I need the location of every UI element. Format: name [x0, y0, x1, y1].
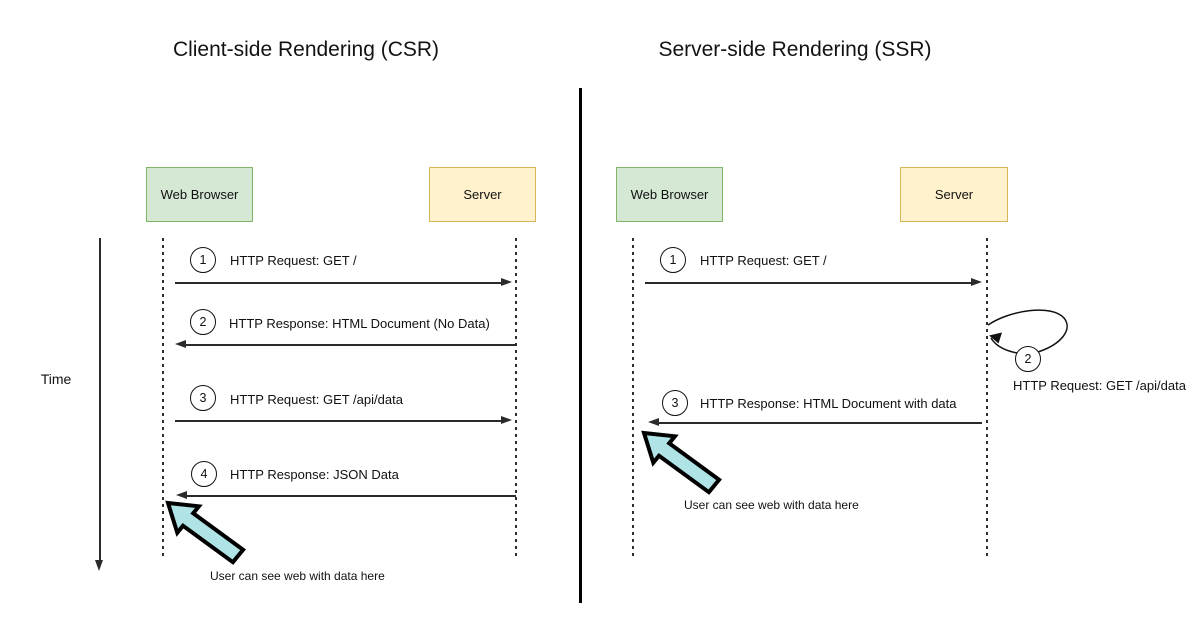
center-divider-line — [579, 88, 582, 603]
time-axis-line — [99, 238, 101, 561]
csr-step-1-label: HTTP Request: GET / — [230, 253, 357, 268]
csr-user-view-arrow-icon — [165, 500, 246, 565]
csr-step-2-label: HTTP Response: HTML Document (No Data) — [229, 316, 490, 331]
ssr-step-2-number: 2 — [1015, 346, 1041, 372]
ssr-server-label: Server — [934, 187, 974, 202]
csr-step-3-label: HTTP Request: GET /api/data — [230, 392, 403, 407]
ssr-server-box: Server — [900, 167, 1008, 222]
csr-step-4-arrowhead-icon — [176, 491, 187, 499]
ssr-user-view-arrow-icon — [641, 430, 722, 495]
ssr-step-1-arrow-line — [645, 282, 972, 284]
csr-web-browser-label: Web Browser — [160, 187, 239, 202]
ssr-annotation: User can see web with data here — [684, 498, 859, 512]
ssr-step-3-arrow-line — [659, 422, 982, 424]
csr-step-3-arrow-line — [175, 420, 502, 422]
csr-annotation: User can see web with data here — [210, 569, 385, 583]
csr-step-2-arrow-line — [186, 344, 516, 346]
csr-step-4-number: 4 — [191, 461, 217, 487]
ssr-step-1-arrowhead-icon — [971, 278, 982, 286]
ssr-step-3-arrowhead-icon — [648, 418, 659, 426]
ssr-server-lifeline — [986, 238, 988, 560]
csr-step-2-number: 2 — [190, 309, 216, 335]
csr-step-3-arrowhead-icon — [501, 416, 512, 424]
csr-step-4-label: HTTP Response: JSON Data — [230, 467, 399, 482]
csr-server-label: Server — [463, 187, 502, 202]
csr-step-1-number: 1 — [190, 247, 216, 273]
ssr-step-1-number: 1 — [660, 247, 686, 273]
ssr-web-browser-label: Web Browser — [630, 187, 709, 202]
ssr-step-1-label: HTTP Request: GET / — [700, 253, 827, 268]
csr-step-3-number: 3 — [190, 385, 216, 411]
csr-server-lifeline — [515, 238, 517, 558]
ssr-step-3-number: 3 — [662, 390, 688, 416]
csr-step-1-arrowhead-icon — [501, 278, 512, 286]
csr-web-browser-box: Web Browser — [146, 167, 253, 222]
ssr-web-browser-box: Web Browser — [616, 167, 723, 222]
time-axis-label: Time — [40, 371, 72, 387]
csr-title: Client-side Rendering (CSR) — [172, 38, 440, 61]
csr-step-4-arrow-line — [187, 495, 516, 497]
ssr-step-2-self-loop-icon — [987, 309, 1068, 355]
ssr-step-2-label: HTTP Request: GET /api/data — [1013, 378, 1186, 393]
ssr-title: Server-side Rendering (SSR) — [658, 38, 932, 61]
time-axis-arrowhead-icon — [95, 560, 103, 571]
ssr-browser-lifeline — [632, 238, 634, 560]
csr-server-box: Server — [429, 167, 536, 222]
ssr-step-3-label: HTTP Response: HTML Document with data — [700, 396, 957, 411]
csr-step-1-arrow-line — [175, 282, 502, 284]
csr-step-2-arrowhead-icon — [175, 340, 186, 348]
csr-browser-lifeline — [162, 238, 164, 558]
